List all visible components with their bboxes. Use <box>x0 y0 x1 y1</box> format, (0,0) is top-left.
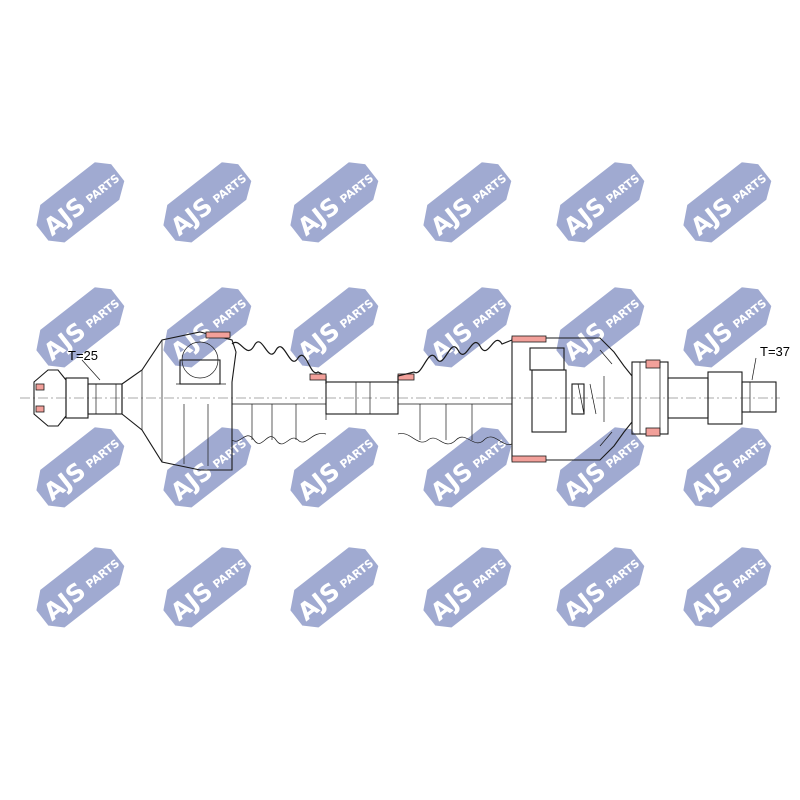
left-cv-joint <box>121 331 237 471</box>
right-spline-label: T=37 <box>760 344 790 359</box>
main-shaft <box>325 381 399 415</box>
right-tripod-joint <box>511 335 633 463</box>
right-boot <box>397 339 513 445</box>
right-spline-stub <box>631 357 777 437</box>
left-spline-label: T=25 <box>68 348 98 363</box>
left-spline-stub <box>33 359 123 427</box>
